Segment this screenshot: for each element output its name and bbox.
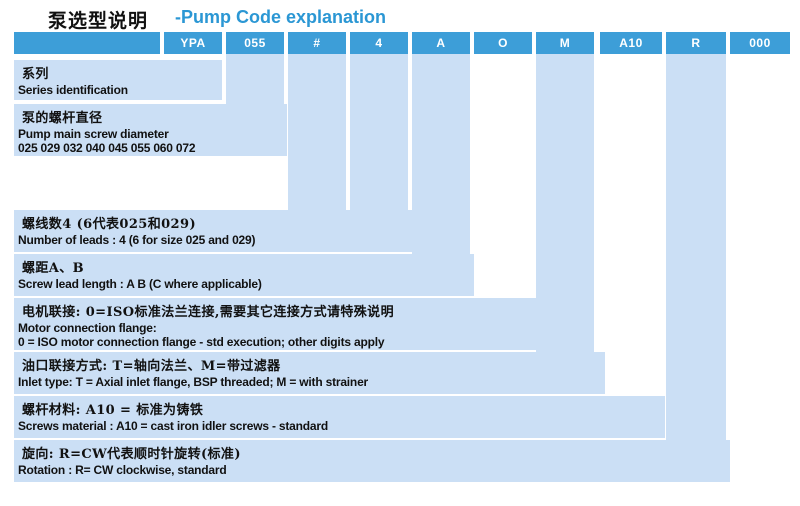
stripe-hash bbox=[288, 54, 346, 210]
row-label-en2-motor-connection-flange: 0 = ISO motor connection flange - std ex… bbox=[18, 335, 385, 349]
explanation-row-rotation: 旋向: R=CW代表顺时针旋转(标准)Rotation : R= CW cloc… bbox=[18, 443, 241, 477]
row-label-en2-screw-diameter: 025 029 032 040 045 055 060 072 bbox=[18, 141, 196, 155]
row-label-cn-rotation: 旋向: R=CW代表顺时针旋转(标准) bbox=[22, 447, 241, 462]
row-label-cn-screw-lead-length: 螺距A、B bbox=[22, 261, 85, 276]
code-header-cell-ypa[interactable]: YPA bbox=[164, 32, 222, 54]
row-label-cn-inlet-type: 油口联接方式: T=轴向法兰、M=带过滤器 bbox=[22, 359, 281, 374]
page-title-chinese: 泵选型说明 bbox=[48, 10, 149, 32]
row-band-series bbox=[14, 60, 222, 100]
row-band-motor-connection-flange bbox=[14, 298, 536, 350]
page-title-english: -Pump Code explanation bbox=[175, 7, 387, 27]
row-band-screw-lead-length bbox=[14, 254, 474, 296]
row-band-screw-diameter bbox=[14, 104, 287, 156]
row-label-en-screws-material: Screws material : A10 = cast iron idler … bbox=[18, 419, 328, 433]
row-label-en-rotation: Rotation : R= CW clockwise, standard bbox=[18, 463, 227, 477]
row-label-cn-screws-material: 螺杆材料: A10 = 标准为铸铁 bbox=[22, 403, 204, 418]
row-label-en-screw-lead-length: Screw lead length : A B (C where applica… bbox=[18, 277, 262, 291]
row-band-number-of-leads bbox=[14, 210, 412, 252]
row-label-en-screw-diameter: Pump main screw diameter bbox=[18, 127, 169, 141]
code-header-left-bar bbox=[14, 32, 160, 54]
code-header-cell-a10[interactable]: A10 bbox=[600, 32, 662, 54]
row-label-en-series: Series identification bbox=[18, 83, 128, 97]
row-label-en-number-of-leads: Number of leads : 4 (6 for size 025 and … bbox=[18, 233, 256, 247]
code-header-cell-055[interactable]: 055 bbox=[226, 32, 284, 54]
code-header-cell-hash[interactable]: # bbox=[288, 32, 346, 54]
row-label-en-motor-connection-flange: Motor connection flange: bbox=[18, 321, 157, 335]
row-label-cn-screw-diameter: 泵的螺杆直径 bbox=[22, 111, 103, 126]
code-header-cell-r[interactable]: R bbox=[666, 32, 726, 54]
stripe-M bbox=[536, 54, 594, 352]
row-label-en-inlet-type: Inlet type: T = Axial inlet flange, BSP … bbox=[18, 375, 369, 389]
row-band-rotation bbox=[14, 440, 730, 482]
explanation-row-number-of-leads: 螺线数4 (6代表025和029)Number of leads : 4 (6 … bbox=[18, 213, 255, 247]
code-header-cell-4[interactable]: 4 bbox=[350, 32, 408, 54]
row-band-inlet-type bbox=[14, 352, 605, 394]
code-header-cell-a[interactable]: A bbox=[412, 32, 470, 54]
page-title-bar: 泵选型说明 -Pump Code explanation bbox=[0, 2, 800, 32]
code-header-cell-000[interactable]: 000 bbox=[730, 32, 790, 54]
code-header-cell-o[interactable]: O bbox=[474, 32, 532, 54]
row-label-cn-motor-connection-flange: 电机联接: 0=ISO标准法兰连接,需要其它连接方式请特殊说明 bbox=[22, 305, 394, 320]
row-band-screws-material bbox=[14, 396, 665, 438]
code-header-cell-m[interactable]: M bbox=[536, 32, 594, 54]
row-label-cn-number-of-leads: 螺线数4 (6代表025和029) bbox=[22, 217, 196, 232]
row-label-cn-series: 系列 bbox=[22, 67, 49, 82]
stripe-R bbox=[666, 54, 726, 440]
